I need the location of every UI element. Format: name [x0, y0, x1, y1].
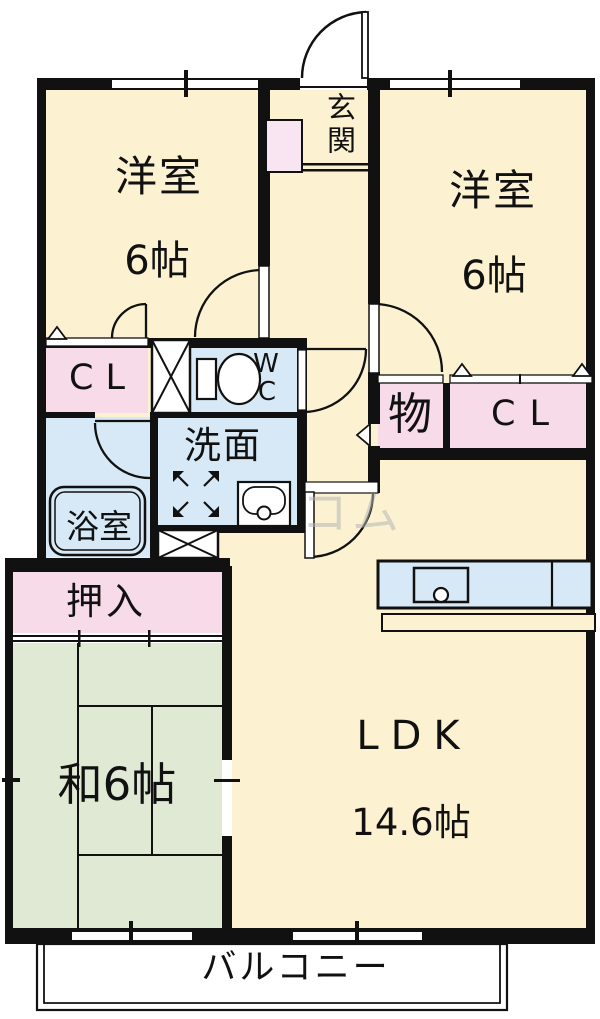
balcony-label: バルコニー — [201, 948, 391, 988]
genkan-label: 玄関 — [322, 92, 357, 158]
wc-label-w: W — [253, 349, 279, 379]
tatami-lines — [77, 643, 222, 928]
shoe-cabinet — [265, 119, 303, 173]
wc-door-leaf — [297, 349, 307, 411]
hall-opening-chevron — [355, 422, 371, 448]
wc-door-arc — [302, 348, 368, 414]
bedroom2-door-arc — [373, 302, 444, 373]
bath-door-arc — [93, 422, 151, 480]
windows — [2, 70, 520, 949]
door-leaves — [258, 265, 380, 559]
entrance-door-arc — [300, 10, 367, 79]
vanity-sink-icon — [236, 480, 292, 528]
washroom-label: 洗面 — [184, 424, 262, 467]
ldk-size: 14.6帖 — [351, 801, 471, 844]
fixtures — [48, 352, 596, 632]
bedroom2-size: 6帖 — [461, 253, 527, 299]
bedroom2-label: 洋室 — [448, 166, 538, 215]
window-bedroom2 — [390, 80, 520, 88]
fusuma-track — [13, 630, 222, 647]
japanese-room-area — [13, 643, 222, 928]
closet-left-area — [46, 340, 148, 413]
bedroom2-door-leaf — [368, 303, 380, 374]
balcony-outline — [35, 942, 509, 1012]
closet-left-label: CL — [69, 358, 137, 398]
folding-door-chevron — [451, 362, 473, 377]
toilet-icon — [195, 352, 262, 406]
kitchen-counter — [376, 559, 596, 632]
storage-label: 物 — [388, 389, 432, 440]
watermark: コム — [301, 486, 403, 541]
oshiire-label: 押入 — [66, 580, 146, 623]
washer-arrows-icon — [173, 471, 219, 517]
closet-right-label: CL — [491, 394, 563, 434]
storage-area — [378, 383, 443, 448]
bedroom1-label: 洋室 — [114, 152, 204, 201]
bathtub-icon — [48, 485, 147, 557]
closet-left-door-arc — [110, 302, 147, 339]
wc-label-c: C — [257, 377, 277, 407]
entrance-door — [300, 10, 369, 90]
closet-bands — [45, 325, 593, 448]
bedroom1-door-arc — [193, 268, 263, 338]
ldk-label: LDK — [356, 713, 472, 759]
interior-doors — [93, 268, 444, 559]
ldk-door-arc — [308, 492, 375, 559]
bathroom-label: 浴室 — [66, 507, 132, 546]
oshiire-area — [13, 566, 222, 633]
folding-door-chevron — [46, 325, 68, 340]
genkan-step — [265, 119, 368, 173]
japanese-room-label: 和6帖 — [57, 758, 177, 811]
pipe-shafts — [150, 338, 220, 560]
entrance-door-leaf — [361, 11, 369, 79]
folding-door-chevron — [571, 362, 593, 377]
closet-right-area — [450, 383, 592, 448]
ldk-door-leaf — [304, 491, 315, 559]
bedroom1-door-leaf — [258, 265, 270, 339]
bedroom1-size: 6帖 — [124, 238, 190, 284]
